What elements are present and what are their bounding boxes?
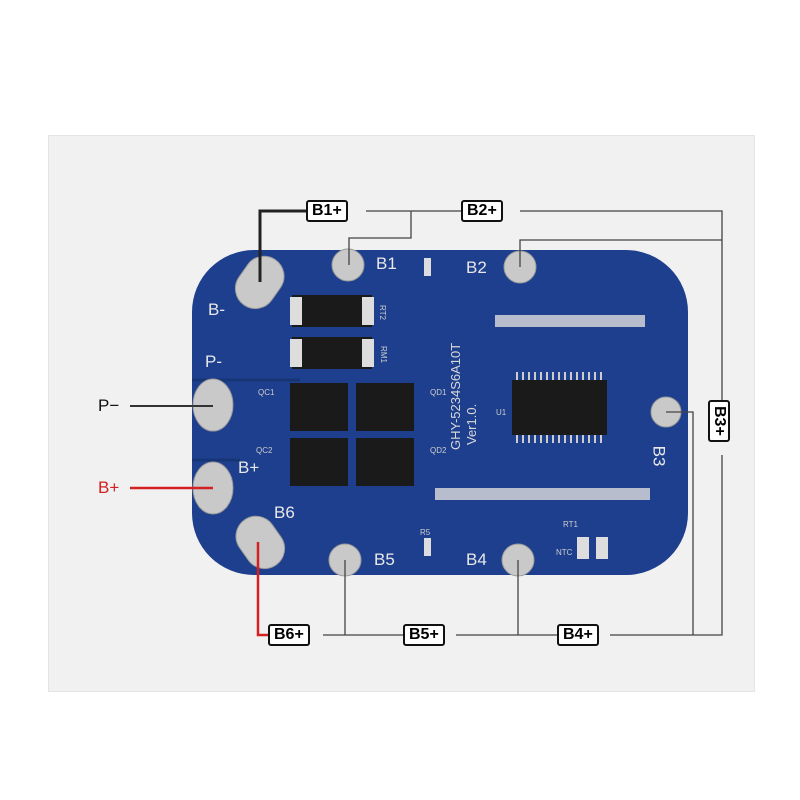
component-label: RT2	[377, 305, 387, 320]
ic-u1	[512, 380, 607, 435]
board-model: GHY-5234S6A10T	[448, 342, 463, 450]
wire-b1	[348, 210, 461, 265]
wire-b3	[610, 411, 723, 636]
wire-b5	[323, 560, 403, 636]
cell-connector-b1: B1+	[306, 200, 348, 222]
cell-connector-b2: B2+	[461, 200, 503, 222]
pad-b-minus	[234, 255, 285, 310]
b-plus-label: B+	[98, 478, 120, 497]
pad-label: B4	[466, 550, 487, 569]
pad-label: B5	[374, 550, 395, 569]
pad-label: B6	[274, 503, 295, 522]
cell-connector-b4: B4+	[557, 624, 599, 646]
mosfet-qc2	[290, 438, 348, 486]
wire-b-minus	[258, 209, 306, 282]
component-label: QD1	[430, 388, 447, 397]
pad-label: B3	[649, 445, 669, 467]
board-version: Ver1.0.	[464, 403, 479, 445]
pad-label: B-	[208, 300, 225, 319]
component-label: RT1	[563, 520, 578, 529]
pad-label: B1	[376, 254, 397, 273]
component-label: QC1	[258, 388, 275, 397]
pad-b6	[235, 515, 286, 570]
component-label: R5	[420, 528, 431, 537]
p-minus-label: P−	[98, 396, 120, 415]
cell-connector-b3: B3+	[708, 400, 730, 442]
component-label: RM1	[378, 346, 388, 363]
pad-label: P-	[205, 352, 222, 371]
wire-b4	[456, 560, 557, 636]
cell-connector-b6: B6+	[268, 624, 310, 646]
mosfet-qd1	[356, 383, 414, 431]
pad-label: B+	[238, 458, 260, 477]
component-label: U1	[496, 408, 507, 417]
wire-b2	[519, 210, 723, 400]
cell-connector-b5: B5+	[403, 624, 445, 646]
component-label: QC2	[256, 446, 273, 455]
wire-b6	[256, 542, 268, 637]
component-label: QD2	[430, 446, 447, 455]
pad-label: B2	[466, 258, 487, 277]
pad-b1	[331, 248, 365, 282]
shunt-rm1	[292, 337, 372, 369]
mosfet-qc1	[290, 383, 348, 431]
component-label: NTC	[556, 548, 573, 557]
shunt-rt2	[292, 295, 372, 327]
mosfet-qd2	[356, 438, 414, 486]
